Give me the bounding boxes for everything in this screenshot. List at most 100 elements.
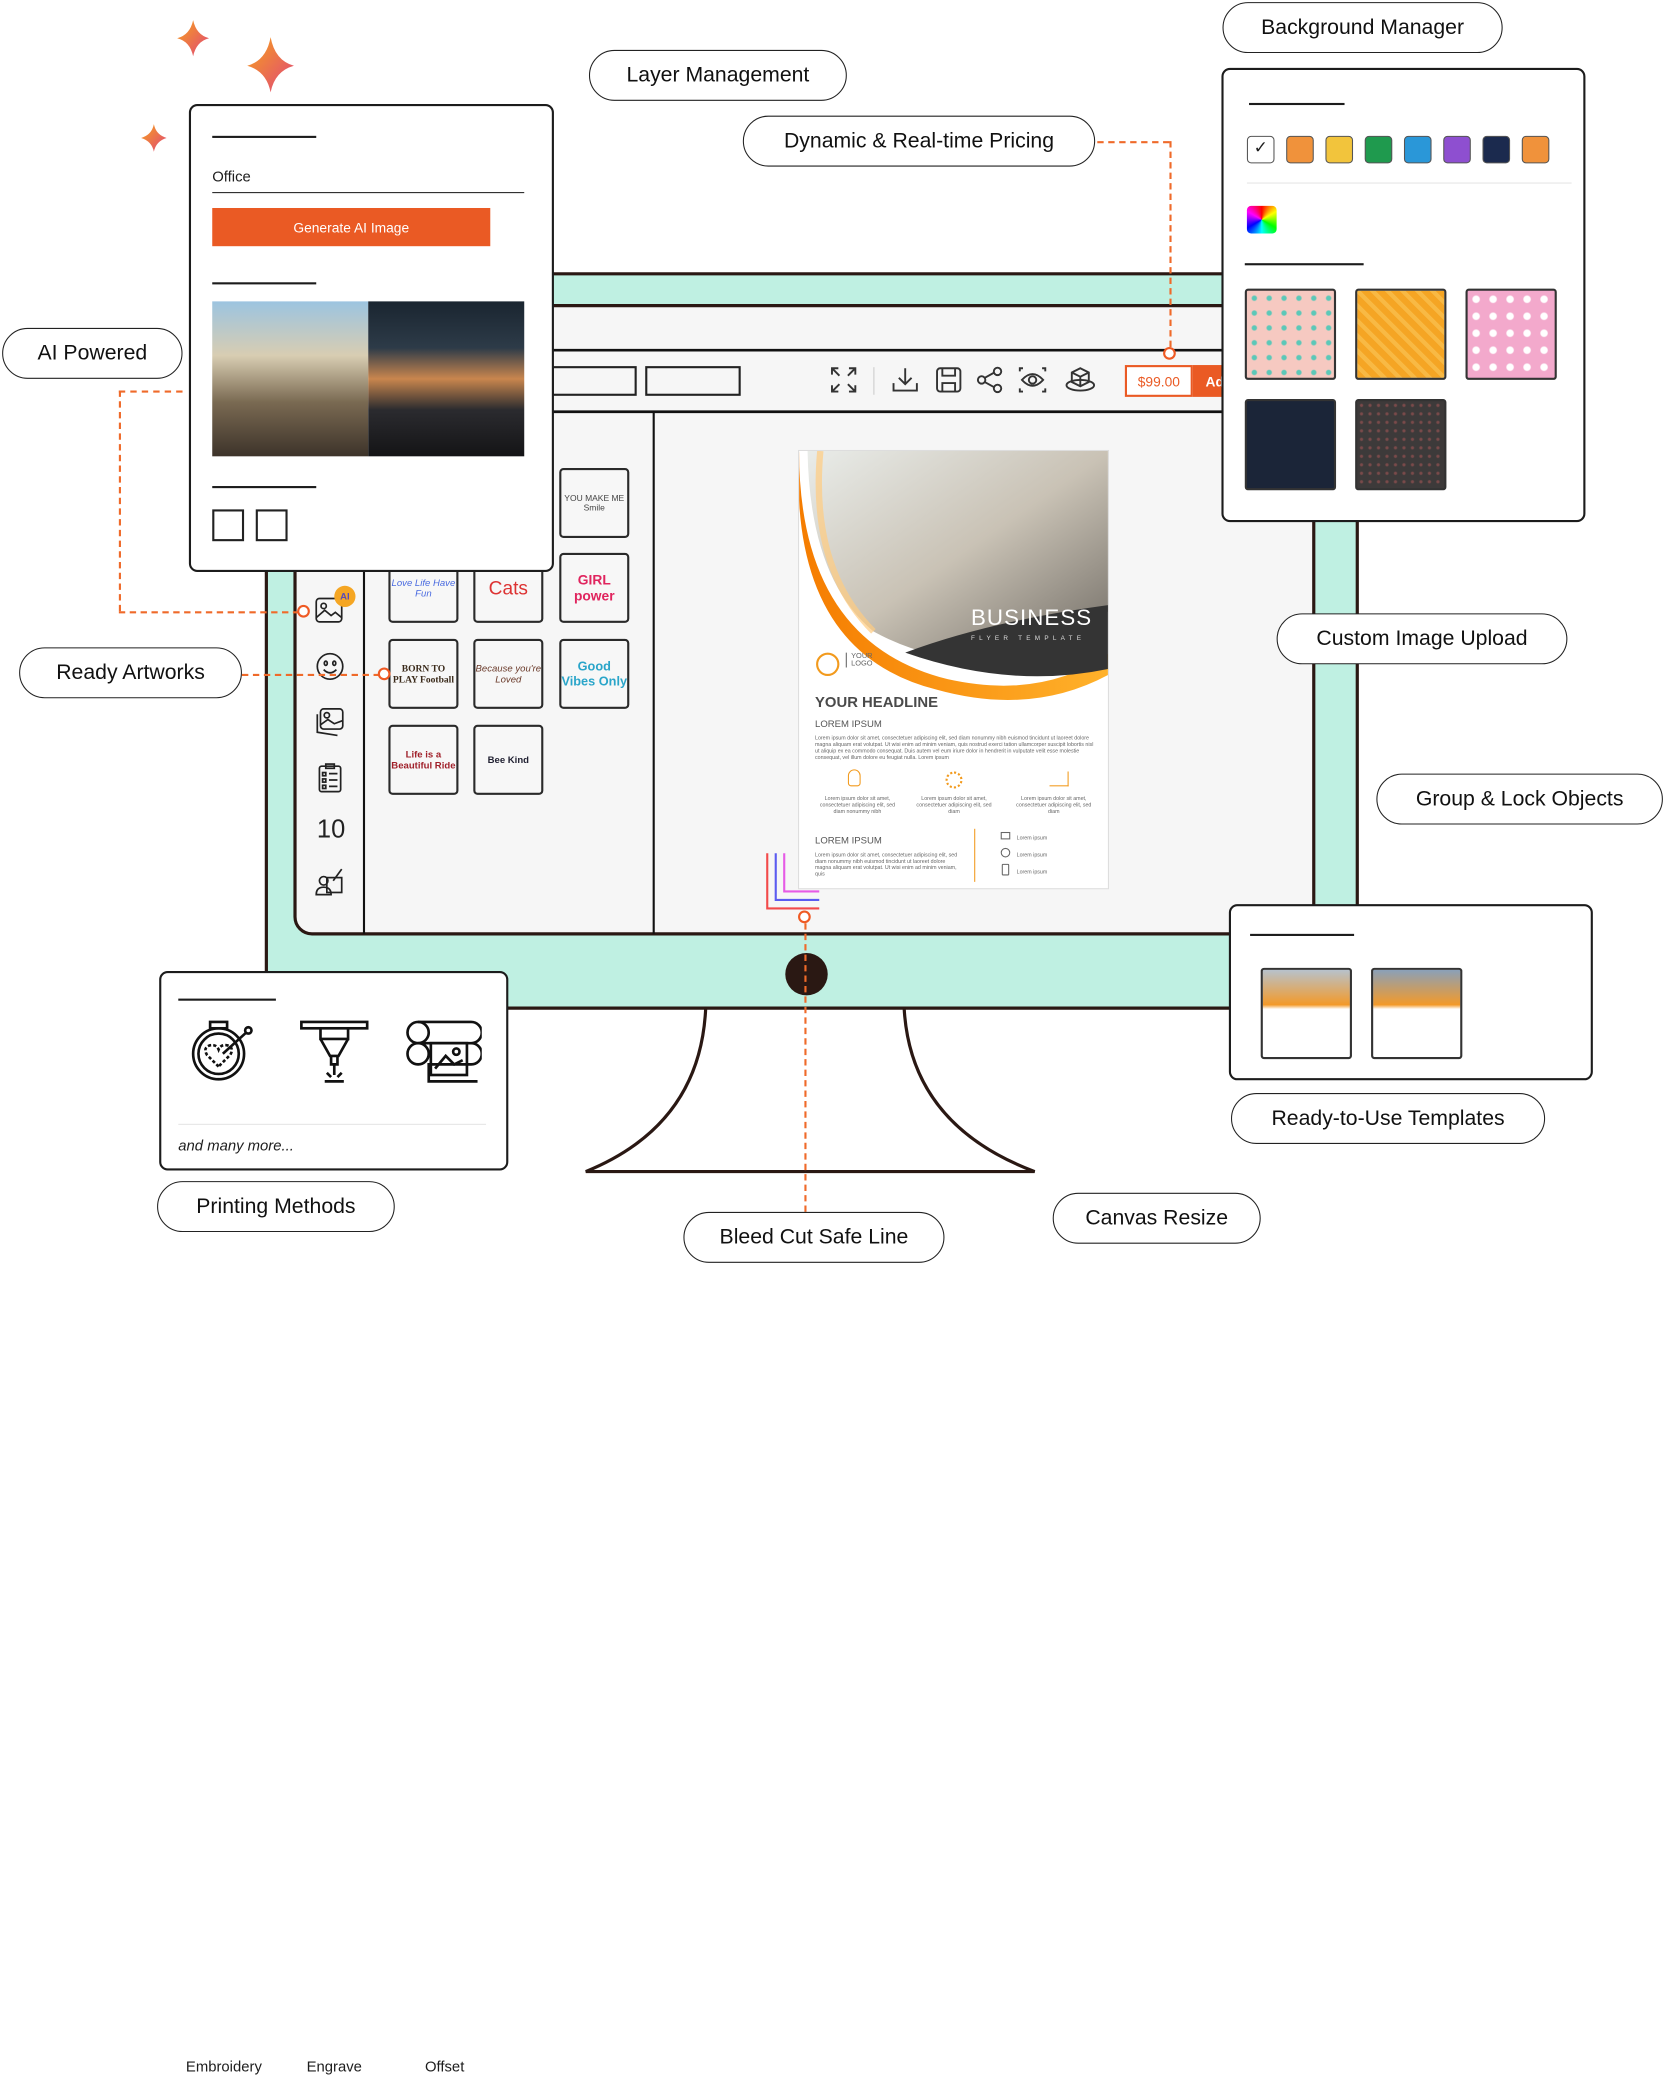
toolbar-field-2[interactable] <box>645 366 741 396</box>
toolbar-field-1[interactable] <box>551 366 637 396</box>
color-swatch[interactable] <box>1403 135 1432 164</box>
fullscreen-icon[interactable] <box>829 365 859 395</box>
bleed-line-marks <box>766 853 820 910</box>
ai-prompt-input[interactable]: Office <box>212 166 525 194</box>
connector-dot <box>1163 347 1176 360</box>
price-display: $99.00 <box>1124 365 1193 397</box>
flyer-title: BUSINESS <box>970 605 1093 631</box>
template-thumbnail-1[interactable] <box>1260 967 1352 1060</box>
flyer-hero-image <box>799 451 1108 700</box>
artwork-tile[interactable]: Good Vibes Only <box>559 638 630 709</box>
flyer-feature-2: Lorem ipsum dolor sit amet, consectetuer… <box>916 795 992 816</box>
background-pattern-teal-triangles[interactable] <box>1244 288 1337 380</box>
artwork-tile[interactable]: Life is a Beautiful Ride <box>388 724 459 795</box>
color-swatch[interactable] <box>1286 135 1314 164</box>
flyer-contact-phone: Lorem ipsum <box>1016 869 1048 876</box>
flyer-canvas[interactable]: BUSINESS FLYER TEMPLATE YOUR LOGO YOUR H… <box>798 449 1109 890</box>
panel-heading-line <box>212 135 317 138</box>
color-swatch[interactable] <box>1521 135 1550 164</box>
no-color-swatch-checked[interactable]: ✓ <box>1246 135 1275 164</box>
embroidery-icon <box>191 1020 253 1081</box>
font-size-value[interactable]: 10 <box>316 815 346 844</box>
label-group-lock: Group & Lock Objects <box>1376 773 1663 825</box>
flyer-subtitle: FLYER TEMPLATE <box>970 635 1086 643</box>
connector-ai <box>118 390 183 393</box>
sparkle-icon <box>141 20 294 152</box>
artwork-tile[interactable]: YOU MAKE ME Smile <box>559 467 630 539</box>
flyer-section-2: LOREM IPSUM <box>815 835 882 846</box>
connector-pricing <box>1097 141 1170 144</box>
connector-artworks <box>241 673 380 676</box>
option-checkbox-2[interactable] <box>255 509 288 542</box>
artwork-label: Good Vibes Only <box>561 659 628 689</box>
label-custom-image-upload: Custom Image Upload <box>1276 613 1568 665</box>
flyer-contact-web: Lorem ipsum <box>1016 852 1048 859</box>
method-engrave[interactable]: Engrave <box>306 2057 362 2075</box>
artwork-tile[interactable]: Bee Kind <box>473 724 544 795</box>
label-printing-methods: Printing Methods <box>157 1181 395 1233</box>
printing-methods-panel: Embroidery Engrave Offset and many more.… <box>159 970 509 2075</box>
save-icon[interactable] <box>934 365 964 395</box>
label-dynamic-pricing: Dynamic & Real-time Pricing <box>742 115 1096 167</box>
panel-heading-line <box>212 282 317 285</box>
image-gallery-icon[interactable] <box>314 706 346 738</box>
share-icon[interactable] <box>975 365 1005 395</box>
mail-icon <box>1000 831 1011 840</box>
connector-dot <box>377 667 391 681</box>
background-pattern-orange[interactable] <box>1355 288 1447 380</box>
label-background-manager: Background Manager <box>1222 2 1503 54</box>
preview-icon[interactable] <box>1018 365 1048 395</box>
ai-result-image-day[interactable] <box>212 301 369 457</box>
add-to-cart-button[interactable]: Ad <box>1192 365 1223 397</box>
divider <box>1246 182 1572 184</box>
background-pattern-pink-hearts[interactable] <box>1465 288 1557 380</box>
ai-image-panel: Office Generate AI Image <box>188 103 554 572</box>
label-templates: Ready-to-Use Templates <box>1230 1093 1546 1144</box>
background-pattern-dark-gray[interactable] <box>1355 399 1447 491</box>
artwork-label: BORN TO PLAY Football <box>392 663 454 685</box>
method-offset[interactable]: Offset <box>424 2057 465 2075</box>
color-picker-icon[interactable] <box>1246 205 1277 234</box>
generate-ai-image-button[interactable]: Generate AI Image <box>212 207 491 247</box>
ai-badge: AI <box>334 585 356 608</box>
label-ready-artworks: Ready Artworks <box>19 647 242 699</box>
emoji-icon[interactable] <box>314 651 346 683</box>
connector-ai <box>118 390 121 612</box>
panel-heading-line <box>1244 263 1364 266</box>
layers-list-icon[interactable] <box>314 762 346 794</box>
flyer-feature-3: Lorem ipsum dolor sit amet, consectetuer… <box>1016 795 1092 816</box>
flyer-contact-email: Lorem ipsum <box>1016 835 1048 842</box>
artwork-tile[interactable]: BORN TO PLAY Football <box>388 638 459 709</box>
ai-result-image-night[interactable] <box>368 301 525 457</box>
artwork-tile[interactable]: Because you're Loved <box>473 638 544 709</box>
divider <box>178 1123 487 1125</box>
artwork-label: GIRL power <box>573 571 615 604</box>
download-icon[interactable] <box>890 365 920 395</box>
color-swatch[interactable] <box>1443 135 1471 164</box>
connector-bleed <box>804 923 807 1212</box>
connector-ai <box>118 611 300 614</box>
3d-view-icon[interactable] <box>1065 365 1096 395</box>
flyer-divider <box>974 828 976 882</box>
color-swatch[interactable] <box>1325 135 1354 164</box>
artwork-tile[interactable]: GIRL power <box>559 552 630 623</box>
lightbulb-icon <box>847 769 861 787</box>
color-swatch[interactable] <box>1482 135 1511 164</box>
globe-icon <box>1000 847 1011 858</box>
flyer-body-1: Lorem ipsum dolor sit amet, consectetuer… <box>815 735 1094 761</box>
panel-heading-line <box>1250 933 1355 936</box>
flyer-headline: YOUR HEADLINE <box>815 692 939 710</box>
label-ai-powered: AI Powered <box>2 327 183 379</box>
template-thumbnail-2[interactable] <box>1371 967 1463 1060</box>
background-manager-panel: ✓ <box>1221 67 1586 523</box>
option-checkbox-1[interactable] <box>212 509 245 542</box>
method-embroidery[interactable]: Embroidery <box>185 2057 262 2075</box>
background-pattern-navy[interactable] <box>1244 399 1337 491</box>
color-swatch[interactable] <box>1364 135 1393 164</box>
panel-heading-line <box>212 486 317 489</box>
custom-upload-icon[interactable] <box>314 866 346 898</box>
flyer-logo-icon <box>816 652 840 676</box>
panel-heading-line <box>178 998 276 1001</box>
flyer-section-1: LOREM IPSUM <box>815 718 882 730</box>
ai-image-icon[interactable] <box>314 592 346 624</box>
